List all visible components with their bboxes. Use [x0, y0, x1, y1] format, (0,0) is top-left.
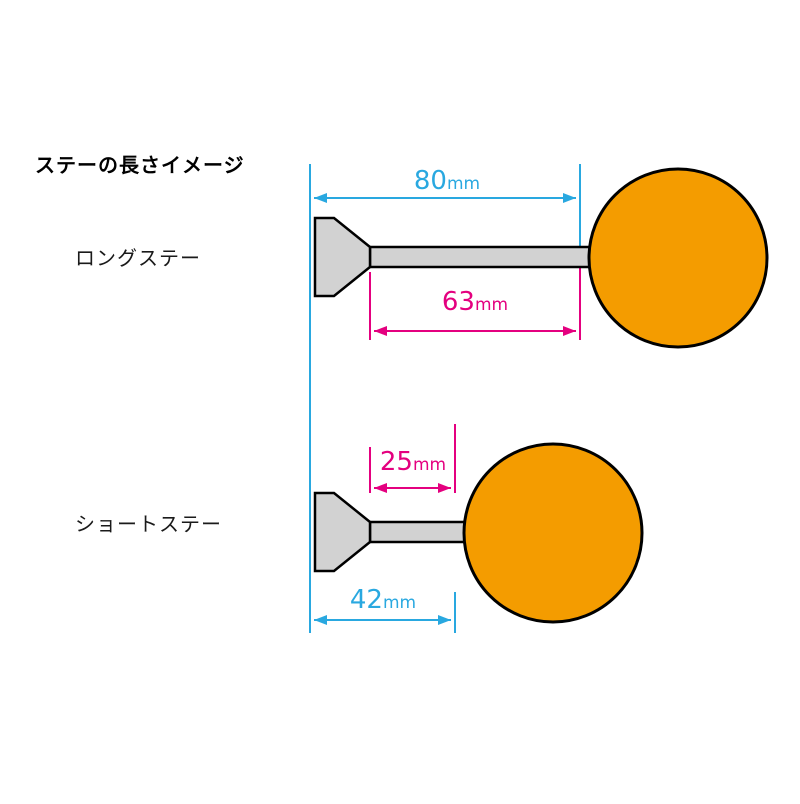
long-shaft-dim-label: 63mm — [442, 287, 508, 317]
short-stay-mount — [313, 491, 372, 573]
long-shaft-unit: mm — [475, 295, 508, 315]
long-stay-shaft — [368, 245, 598, 269]
long-overall-unit: mm — [447, 174, 480, 194]
long-stay-ball — [587, 167, 769, 349]
short-shaft-value: 25 — [380, 447, 413, 477]
long-shaft-value: 63 — [442, 287, 475, 317]
short-overall-unit: mm — [383, 593, 416, 613]
long-stay-label: ロングステー — [75, 246, 201, 270]
long-overall-dim-label: 80mm — [414, 166, 480, 196]
short-overall-dim-label: 42mm — [350, 585, 416, 615]
short-stay-label: ショートステー — [75, 512, 222, 536]
short-stay-ball — [462, 442, 644, 624]
short-overall-value: 42 — [350, 585, 383, 615]
long-overall-value: 80 — [414, 166, 447, 196]
short-shaft-dim-label: 25mm — [380, 447, 446, 477]
short-stay-shaft — [368, 520, 477, 544]
short-shaft-unit: mm — [413, 455, 446, 475]
long-stay-mount — [313, 216, 372, 298]
diagram-title: ステーの長さイメージ — [35, 153, 245, 177]
